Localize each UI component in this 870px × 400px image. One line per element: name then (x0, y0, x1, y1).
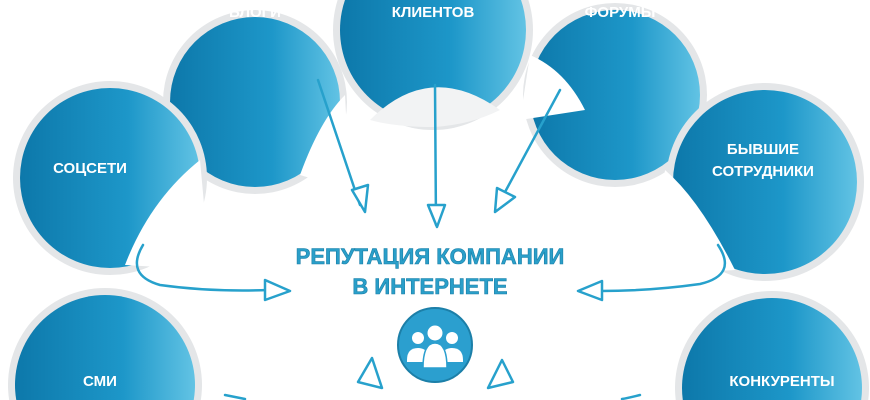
bubble-label: КЛИЕНТОВ (392, 4, 475, 21)
page-curl (520, 55, 585, 120)
title-line2: В ИНТЕРНЕТЕ (352, 274, 507, 299)
page-curl (655, 170, 735, 275)
people-group-icon (397, 307, 473, 383)
arrow-from-forums (493, 88, 562, 214)
title-line1: РЕПУТАЦИЯ КОМПАНИИ (296, 244, 565, 269)
arrow-from-clients (426, 83, 447, 229)
arrow-head-icon (426, 203, 447, 229)
arrow-from-blogs (316, 78, 370, 214)
arrow-head-icon (356, 356, 384, 390)
arrow-head-icon (486, 358, 515, 390)
bubble-label: СОЦСЕТИ (53, 160, 127, 177)
arrow-from-media (223, 356, 384, 400)
bubble-blogs: БЛОГИ (163, 4, 350, 194)
bubble-media: СМИ (8, 287, 203, 400)
bubble-former-employees: БЫВШИЕ СОТРУДНИКИ (655, 83, 864, 281)
arrow-head-icon (493, 186, 517, 214)
bubble-label-line2: СОТРУДНИКИ (712, 163, 814, 180)
bubble-social: СОЦСЕТИ (13, 81, 210, 275)
bubble-label: ФОРУМЫ (585, 4, 656, 21)
bubble-label: СМИ (83, 373, 117, 390)
bubble-label: БЛОГИ (229, 4, 281, 21)
bubble-label: КОНКУРЕНТЫ (729, 373, 834, 390)
bubble-competitors: КОНКУРЕНТЫ (674, 290, 869, 400)
arrow-head-icon (350, 183, 370, 214)
arrow-from-social (135, 243, 292, 302)
bubble-clients: КЛИЕНТОВ (333, 0, 533, 130)
bubble-forums: ФОРУМЫ (520, 3, 707, 187)
page-curl (300, 95, 350, 190)
arrow-from-former (576, 243, 727, 302)
arrow-from-competitors (486, 358, 642, 400)
arrow-head-icon (576, 279, 604, 302)
bubble-label-line1: БЫВШИЕ (727, 141, 799, 158)
arrow-head-icon (263, 278, 292, 302)
page-curl (125, 160, 210, 270)
